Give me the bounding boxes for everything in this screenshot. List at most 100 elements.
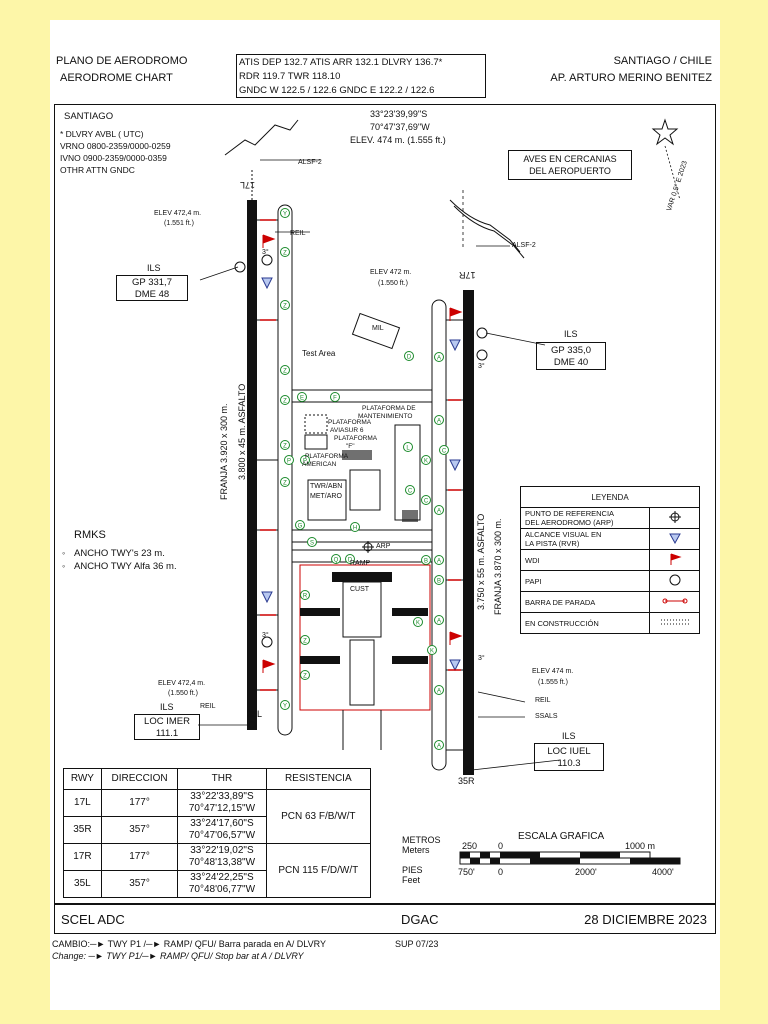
legend-row: EN CONSTRUCCIÓN [520,612,700,634]
scale-feet: Feet [402,875,421,885]
taxiway-designator: A [434,740,444,750]
tower-building [307,479,347,521]
info-line-1: * DLVRY AVBL ( UTC) [60,129,144,139]
birds-line-2: DEL AEROPUERTO [529,166,611,176]
table-cell: 357° [100,870,179,898]
plat-am-2: AMERICAN [302,461,337,468]
thr-lat: 33°24'22,25"S [190,872,254,883]
scale-meters: Meters [402,845,430,855]
north-arrow-icon [651,118,679,146]
rmks-bullet: ◦ [62,561,66,571]
rwy-35l-label: 35L [247,709,263,719]
scale-m-tick: 250 [462,841,478,851]
legend-text: LA PISTA (RVR) [525,539,580,548]
papi-icon [261,636,273,648]
taxiway-designator: D [345,554,355,564]
road-line [453,205,525,259]
svg-text:A: A [437,509,441,515]
elev-35r-1: ELEV 474 m. [532,668,574,675]
ils-35l-loc: LOC IMER [144,716,190,727]
taxiway-designator: A [434,352,444,362]
taxiway-designator: Z [280,440,290,450]
svg-text:B: B [424,559,428,565]
svg-text:G: G [298,524,303,530]
legend-text: PAPI [525,576,542,586]
crosshair-icon [668,511,681,523]
svg-text:K: K [424,459,428,465]
rwy-17r-label: 17R [459,270,476,280]
taxiway-designator: Z [280,395,290,405]
taxiway-designator: Z [300,635,310,645]
svg-text:Z: Z [283,399,287,405]
taxiway-designator: C [439,445,449,455]
sup-reference: SUP 07/23 [395,939,439,949]
terminal-bar [332,572,392,582]
reil-35r: REIL [535,697,551,704]
wdi-icon [449,631,463,645]
rvr-icon [449,459,461,472]
cust-label: CUST [350,586,370,593]
ils-35r-box: LOC IUEL 110.3 [534,743,604,771]
ils-17l-title: ILS [147,263,161,273]
rvr-icon [449,339,461,352]
svg-text:P: P [287,459,291,465]
ils-35l-freq: 111.1 [155,728,179,739]
rmks-title: RMKS [74,529,106,541]
svg-text:B: B [437,579,441,585]
svg-text:Z: Z [303,639,307,645]
taxiway-designator: L [403,442,413,452]
met-label: MET/ARO [310,493,342,500]
svg-text:K: K [430,649,434,655]
ils-17r-dme: DME 40 [553,357,589,368]
info-line-2: VRNO 0800-2359/0000-0259 [60,141,171,151]
change-note-en: Change: ─► TWY P1/─► RAMP/ QFU/ Stop bar… [52,951,304,961]
ils-17l-gp: GP 331,7 [132,277,172,288]
scale-f-tick: 2000' [575,867,597,877]
taxiway-designator: K [427,645,437,655]
taxiway-designator: H [350,522,360,532]
footer-date: 28 DICIEMBRE 2023 [584,912,707,927]
taxiway-designator: P [300,455,310,465]
table-header: DIRECCION [100,768,179,790]
thr-lon: 70°48'06,77"W [188,884,256,895]
ils-35r-freq: 110.3 [557,758,581,769]
svg-text:Y: Y [283,704,287,710]
taxiway-designator: A [434,685,444,695]
triangle-icon [668,533,681,545]
road-line [224,119,299,156]
rvr-icon [449,659,461,672]
change-note-es: CAMBIO:─► TWY P1 /─► RAMP/ QFU/ Barra pa… [52,939,326,949]
rmks-bullet: ◦ [62,548,66,558]
rmks-line-2: ANCHO TWY Alfa 36 m. [74,561,177,572]
legend-text: ALCANCE VISUAL EN [525,530,602,539]
location: SANTIAGO / CHILE [613,55,712,67]
papi-icon [669,574,680,586]
table-cell: 177° [100,789,179,817]
svg-text:R: R [303,594,308,600]
plat-am-1: PLATAFORMA [305,453,349,460]
wdi-icon [262,234,276,248]
legend-text: BARRA DE PARADA [525,597,596,607]
thr-lat: 33°22'19,02"S [190,845,254,856]
ils-35l-box: LOC IMER 111.1 [134,714,200,740]
arp-lon: 70°47'37,69''W [370,122,430,132]
scale-bar-meters [459,851,651,859]
svg-text:D: D [407,355,412,361]
svg-text:Q: Q [334,558,339,564]
legend-row: PAPI [520,570,700,592]
map-frame [54,104,716,904]
twr-label: TWR/ABN [310,483,343,490]
rvr-icon [261,277,273,290]
svg-text:S: S [310,541,314,547]
svg-text:A: A [437,619,441,625]
scale-f-tick: 0 [498,867,504,877]
papi-angle-35l: 3° [262,632,269,639]
svg-text:Y: Y [283,212,287,218]
taxiway-designator: G [295,520,305,530]
taxiway-designator: Z [280,365,290,375]
table-header: RESISTENCIA [265,768,372,790]
